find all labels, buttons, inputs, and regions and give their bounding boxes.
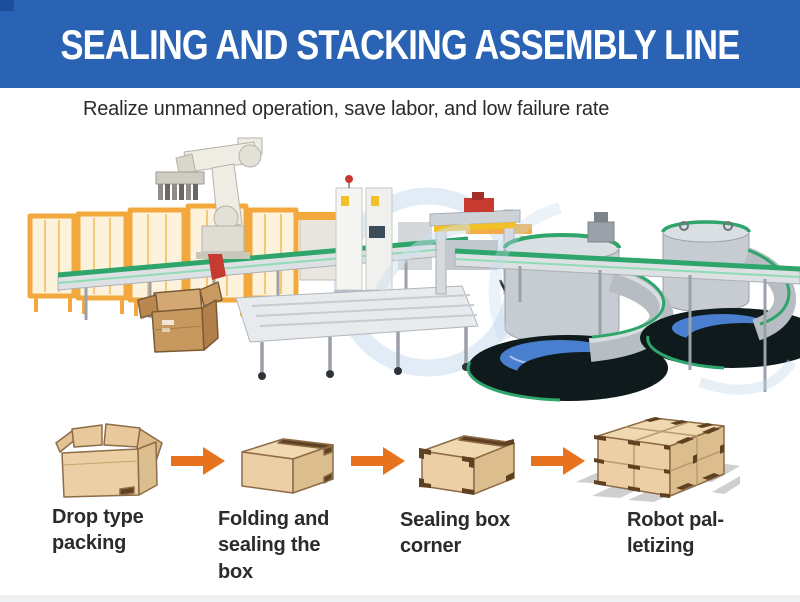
arrow-right-icon (531, 447, 585, 475)
robot-gripper-icon (155, 171, 205, 200)
subtitle: Realize unmanned operation, save labor, … (83, 98, 610, 120)
step-label-folding-sealing: Folding and sealing the box (218, 508, 330, 583)
page-title: SEALING AND STACKING ASSEMBLY LINE (60, 21, 741, 68)
process-steps: Drop type packing Folding and sealing th… (0, 400, 800, 602)
watermark-front-icon (375, 202, 797, 395)
cardboard-box (137, 281, 223, 353)
header-banner: SEALING AND STACKING ASSEMBLY LINE (0, 0, 800, 88)
corner-artifact (0, 0, 14, 11)
outfeed-conveyor (454, 248, 800, 392)
packing-table (235, 285, 479, 380)
warning-lamp-icon (345, 175, 353, 183)
step-label-drop-type-packing: Drop type packing (52, 506, 144, 555)
motor-icon (587, 221, 615, 243)
open-box-icon (55, 423, 163, 498)
arrow-right-icon (171, 447, 225, 475)
step-label-sealing-box-corner: Sealing box corner (400, 509, 511, 558)
pallet-stack-icon (576, 417, 740, 502)
assembly-line-photo (27, 137, 800, 402)
closed-box-icon (241, 438, 334, 494)
tape-head-icon (464, 198, 494, 212)
robot-arm (155, 137, 263, 280)
corner-box-icon (419, 435, 515, 495)
bottom-strip (0, 595, 800, 602)
arrow-right-icon (351, 447, 405, 475)
step-label-robot-palletizing: Robot pal- letizing (627, 509, 724, 558)
